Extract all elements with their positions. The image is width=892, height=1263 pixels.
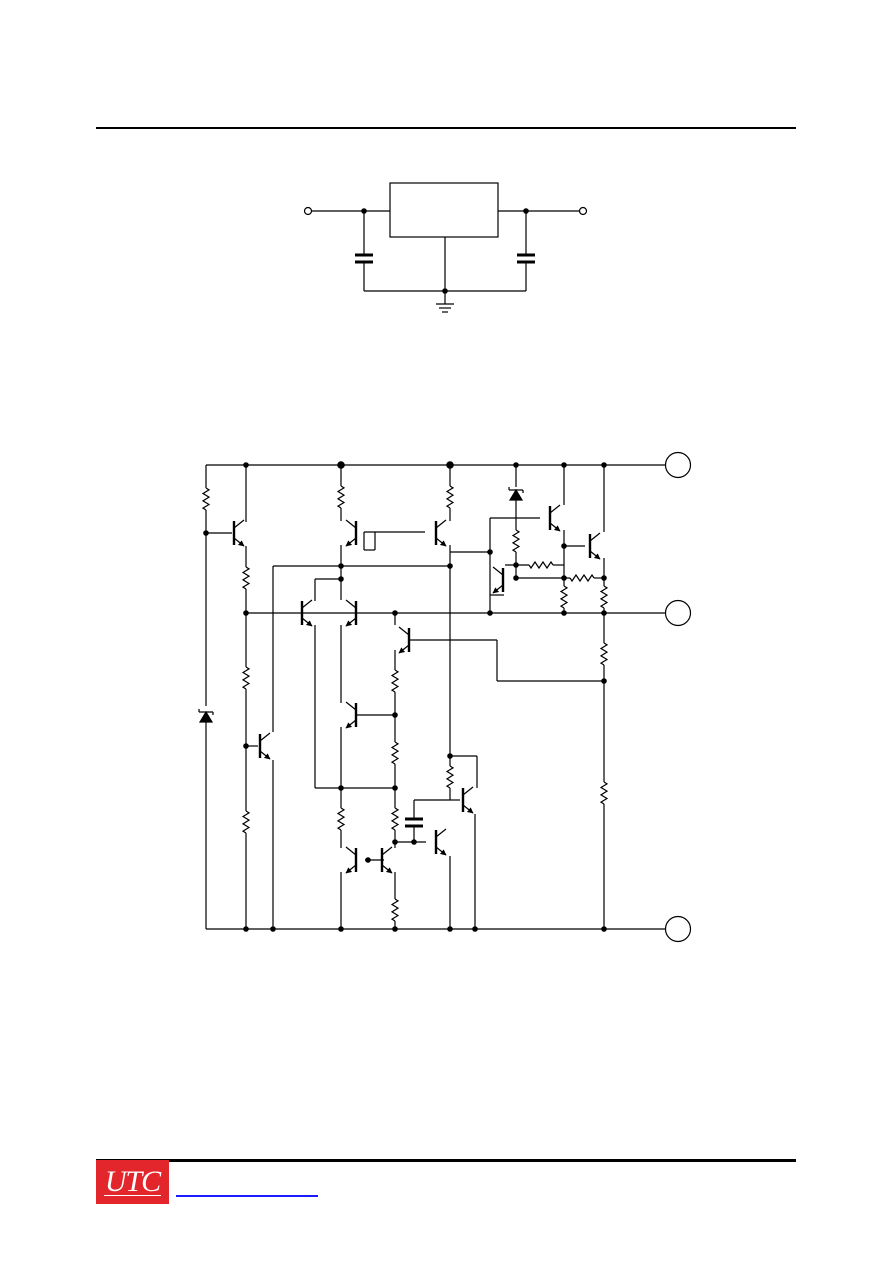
utc-logo: UTC (96, 1160, 169, 1204)
resistor-r6 (445, 485, 455, 509)
output-pin (664, 599, 692, 627)
junction-dot (513, 462, 519, 468)
resistor-r8 (390, 669, 400, 693)
resistor-r19 (569, 573, 595, 583)
junction-dot (392, 785, 398, 791)
junction-dot (561, 575, 567, 581)
resistor-r15 (599, 585, 609, 609)
resistor-r7 (336, 807, 346, 831)
junction-dot (513, 562, 519, 568)
resistor-r12 (445, 765, 455, 789)
schematic-components (201, 461, 609, 932)
junction-dot (487, 549, 493, 555)
input-terminal (303, 206, 313, 216)
junction-dot (338, 576, 344, 582)
junction-dot (243, 926, 249, 932)
output-terminal (578, 206, 588, 216)
junction-dot (601, 462, 607, 468)
input-pin (664, 451, 692, 479)
junction-dot (446, 461, 454, 469)
junction-dot (447, 926, 453, 932)
junction-dot (203, 530, 209, 536)
resistor-r11 (390, 898, 400, 922)
junction-dot (338, 785, 344, 791)
resistor-r16 (599, 642, 609, 666)
junction-dot (601, 678, 607, 684)
ground-pin (664, 915, 692, 943)
schematic-diagram (198, 451, 692, 943)
junction-dot (392, 610, 398, 616)
resistor-r18 (528, 560, 554, 570)
junction-dot (365, 857, 371, 863)
website-link[interactable] (176, 1195, 318, 1197)
resistor-r9 (390, 741, 400, 765)
junction-dot (243, 743, 249, 749)
resistor-r13 (511, 529, 521, 553)
junction-dot (338, 926, 344, 932)
junction-dot (243, 462, 249, 468)
junction-dot (392, 712, 398, 718)
header-rule (96, 127, 796, 129)
junction-dot (513, 575, 519, 581)
junction-dot (601, 610, 607, 616)
regulator-block (389, 182, 499, 238)
junction-dot (243, 610, 249, 616)
junction-dot (447, 563, 453, 569)
junction-dot (561, 543, 567, 549)
footer-rule (96, 1159, 796, 1162)
resistor-r5 (336, 485, 346, 509)
junction-dot (270, 926, 276, 932)
resistor-r1 (201, 487, 211, 511)
resistor-r2 (241, 566, 251, 590)
junction-dot (601, 575, 607, 581)
junction-dot (472, 926, 478, 932)
resistor-r10 (390, 807, 400, 831)
junction-dot (411, 839, 417, 845)
junction-dot (561, 610, 567, 616)
resistor-r4 (241, 810, 251, 834)
logo-text: UTC (104, 1165, 161, 1198)
junction-dot (561, 462, 567, 468)
junction-dot (337, 461, 345, 469)
junction-dot (601, 926, 607, 932)
junction-dot (447, 753, 453, 759)
resistor-r17 (599, 781, 609, 805)
resistor-r3 (241, 666, 251, 690)
junction-dot (392, 839, 398, 845)
junction-dot (392, 926, 398, 932)
resistor-r14 (559, 585, 569, 609)
junction-dot (487, 610, 493, 616)
junction-dot (338, 563, 344, 569)
application-circuit (303, 182, 588, 313)
